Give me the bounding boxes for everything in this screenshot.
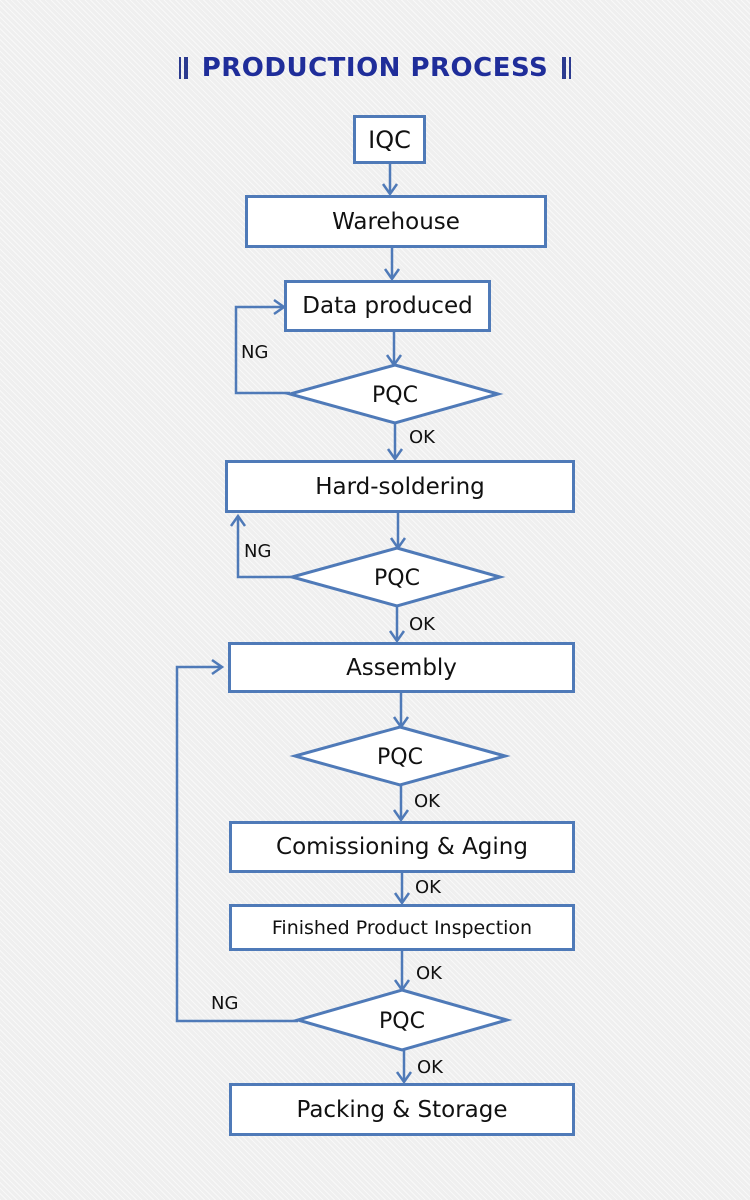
arrowhead-data xyxy=(383,268,401,282)
edge-label-ok-1: OK xyxy=(409,427,435,448)
step-hard-soldering: Hard-soldering xyxy=(225,460,575,513)
edge-label-ng-1: NG xyxy=(241,342,269,363)
page-title: PRODUCTION PROCESS xyxy=(201,53,549,83)
edge-label-ng-2: NG xyxy=(244,541,272,562)
connector-pqc4-ng-loop xyxy=(175,665,298,1023)
arrowhead-ng-loop-3 xyxy=(211,658,225,676)
connector-pqc2-ng-loop xyxy=(236,516,292,579)
step-iqc-label: IQC xyxy=(368,125,411,154)
step-finished-product-inspection-label: Finished Product Inspection xyxy=(271,916,533,939)
pqc-label-3: PQC xyxy=(377,744,423,770)
pqc-diamond-2 xyxy=(286,546,506,608)
arrowhead-ng-loop-2 xyxy=(229,513,247,527)
step-hard-soldering-label: Hard-soldering xyxy=(315,473,485,500)
pqc-label-2: PQC xyxy=(374,565,420,591)
step-warehouse: Warehouse xyxy=(245,195,547,248)
arrowhead-commissioning xyxy=(392,809,410,823)
page-header: PRODUCTION PROCESS xyxy=(0,48,750,88)
pqc-label-4: PQC xyxy=(379,1008,425,1034)
connector-pqc1-ng-loop xyxy=(234,305,290,395)
pqc-label-1: PQC xyxy=(372,382,418,408)
arrowhead-inspection xyxy=(393,892,411,906)
step-data-produced: Data produced xyxy=(284,280,491,332)
edge-label-ok-5: OK xyxy=(416,963,442,984)
edge-label-ok-6: OK xyxy=(417,1057,443,1078)
edge-label-ng-3: NG xyxy=(211,993,239,1014)
arrowhead-hardsolder xyxy=(386,448,404,462)
edge-label-ok-3: OK xyxy=(414,791,440,812)
pqc-diamond-3 xyxy=(289,725,511,787)
step-warehouse-label: Warehouse xyxy=(332,208,460,235)
step-packing-storage: Packing & Storage xyxy=(229,1083,575,1136)
step-assembly: Assembly xyxy=(228,642,575,693)
arrowhead-assembly xyxy=(388,630,406,644)
step-iqc: IQC xyxy=(353,115,426,164)
step-finished-product-inspection: Finished Product Inspection xyxy=(229,904,575,951)
title-decoration-right xyxy=(562,57,572,79)
arrowhead-warehouse xyxy=(381,183,399,197)
step-assembly-label: Assembly xyxy=(346,654,457,681)
pqc-diamond-1 xyxy=(284,363,504,425)
edge-label-ok-2: OK xyxy=(409,614,435,635)
step-commissioning-aging-label: Comissioning & Aging xyxy=(276,834,528,860)
arrowhead-packing xyxy=(395,1071,413,1085)
edge-label-ok-4: OK xyxy=(415,877,441,898)
title-decoration-left xyxy=(178,57,188,79)
step-packing-storage-label: Packing & Storage xyxy=(296,1096,508,1123)
pqc-diamond-4 xyxy=(292,988,513,1052)
step-data-produced-label: Data produced xyxy=(302,293,473,319)
step-commissioning-aging: Comissioning & Aging xyxy=(229,821,575,873)
